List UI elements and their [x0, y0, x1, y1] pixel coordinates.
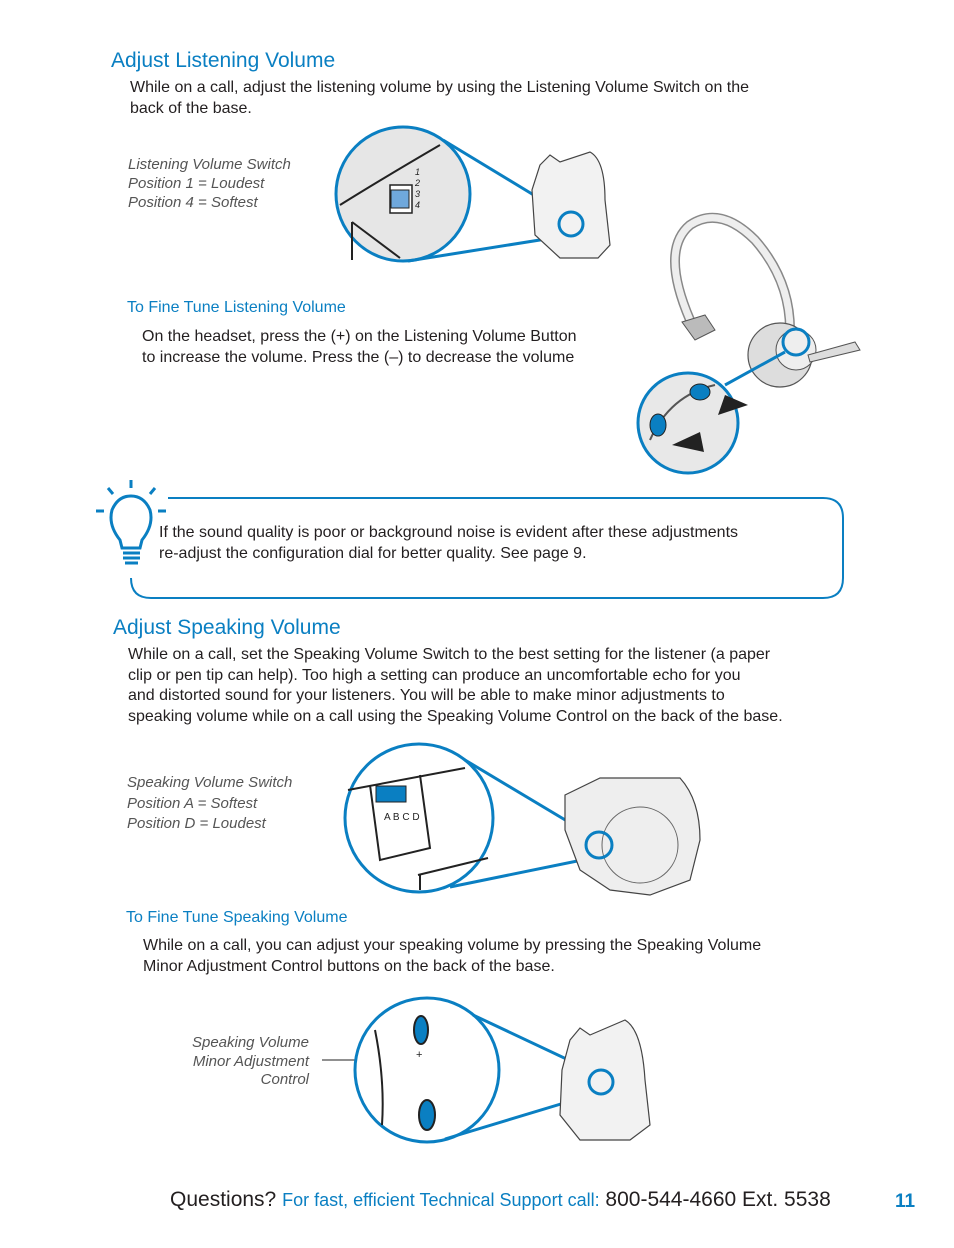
body-line: If the sound quality is poor or backgrou…	[159, 524, 739, 541]
label-line: Speaking Volume Switch	[127, 774, 293, 791]
headset-illustration	[636, 212, 861, 475]
label-line: Position A = Softest	[127, 794, 258, 812]
svg-text:2: 2	[414, 178, 420, 188]
body-line: back of the base.	[130, 99, 252, 117]
body-line: On the headset, press the (+) on the Lis…	[142, 328, 577, 345]
speaking-switch-illustration: A B C D	[343, 742, 701, 896]
tip-callout-frame	[130, 497, 844, 599]
listening-fine-tune-title: To Fine Tune Listening Volume	[127, 299, 346, 316]
speaking-fine-tune-body: While on a call, you can adjust your spe…	[143, 936, 761, 977]
listening-body: While on a call, adjust the listening vo…	[130, 78, 749, 119]
label-line: Control	[260, 1071, 309, 1088]
body-line: to increase the volume. Press the (–) to…	[142, 348, 575, 366]
speaking-body: While on a call, set the Speaking Volume…	[128, 645, 783, 727]
svg-text:4: 4	[415, 200, 420, 210]
svg-text:+: +	[416, 1049, 422, 1061]
label-line: Position 1 = Loudest	[128, 175, 265, 192]
footer-phone: 800-544-4660 Ext. 5538	[605, 1188, 831, 1211]
body-line: Minor Adjustment Control buttons on the …	[143, 957, 555, 975]
abcd-label: A B C D	[384, 812, 420, 823]
body-line: re-adjust the configuration dial for bet…	[159, 545, 587, 562]
listening-switch-labels: Listening Volume Switch Position 1 = Lou…	[128, 155, 291, 212]
body-line: clip or pen tip can help). Too high a se…	[128, 666, 741, 684]
label-line: Minor Adjustment	[192, 1052, 309, 1070]
listening-title: Adjust Listening Volume	[111, 49, 336, 72]
body-line: While on a call, set the Speaking Volume…	[128, 646, 771, 663]
footer-questions: Questions?	[170, 1188, 277, 1211]
svg-text:3: 3	[415, 189, 420, 199]
body-line: While on a call, adjust the listening vo…	[130, 79, 750, 96]
listening-fine-tune-body: On the headset, press the (+) on the Lis…	[142, 327, 577, 368]
minor-adjustment-illustration: +	[353, 996, 651, 1144]
body-line: and distorted sound for your listeners. …	[128, 687, 725, 704]
svg-text:1: 1	[415, 167, 420, 177]
body-line: While on a call, you can adjust your spe…	[143, 937, 762, 954]
page-number: 11	[895, 1191, 916, 1212]
speaking-fine-tune-title: To Fine Tune Speaking Volume	[126, 909, 348, 926]
footer: Questions? For fast, efficient Technical…	[170, 1188, 831, 1212]
speaking-switch-labels: Speaking Volume Switch Position A = Soft…	[127, 773, 292, 835]
label-line: Position D = Loudest	[127, 815, 266, 832]
footer-support-text: For fast, efficient Technical Support ca…	[282, 1190, 600, 1210]
speaking-title: Adjust Speaking Volume	[113, 616, 341, 639]
label-line: Listening Volume Switch	[128, 156, 291, 173]
listening-switch-illustration: 1 2 3 4	[334, 125, 611, 263]
tip-text: If the sound quality is poor or backgrou…	[159, 522, 738, 564]
label-line: Speaking Volume	[191, 1034, 309, 1051]
lightbulb-icon	[96, 480, 166, 565]
body-line: speaking volume while on a call using th…	[128, 707, 783, 725]
label-line: Position 4 = Softest	[128, 194, 258, 211]
minor-adjust-labels: Speaking Volume Minor Adjustment Control	[192, 1034, 309, 1090]
